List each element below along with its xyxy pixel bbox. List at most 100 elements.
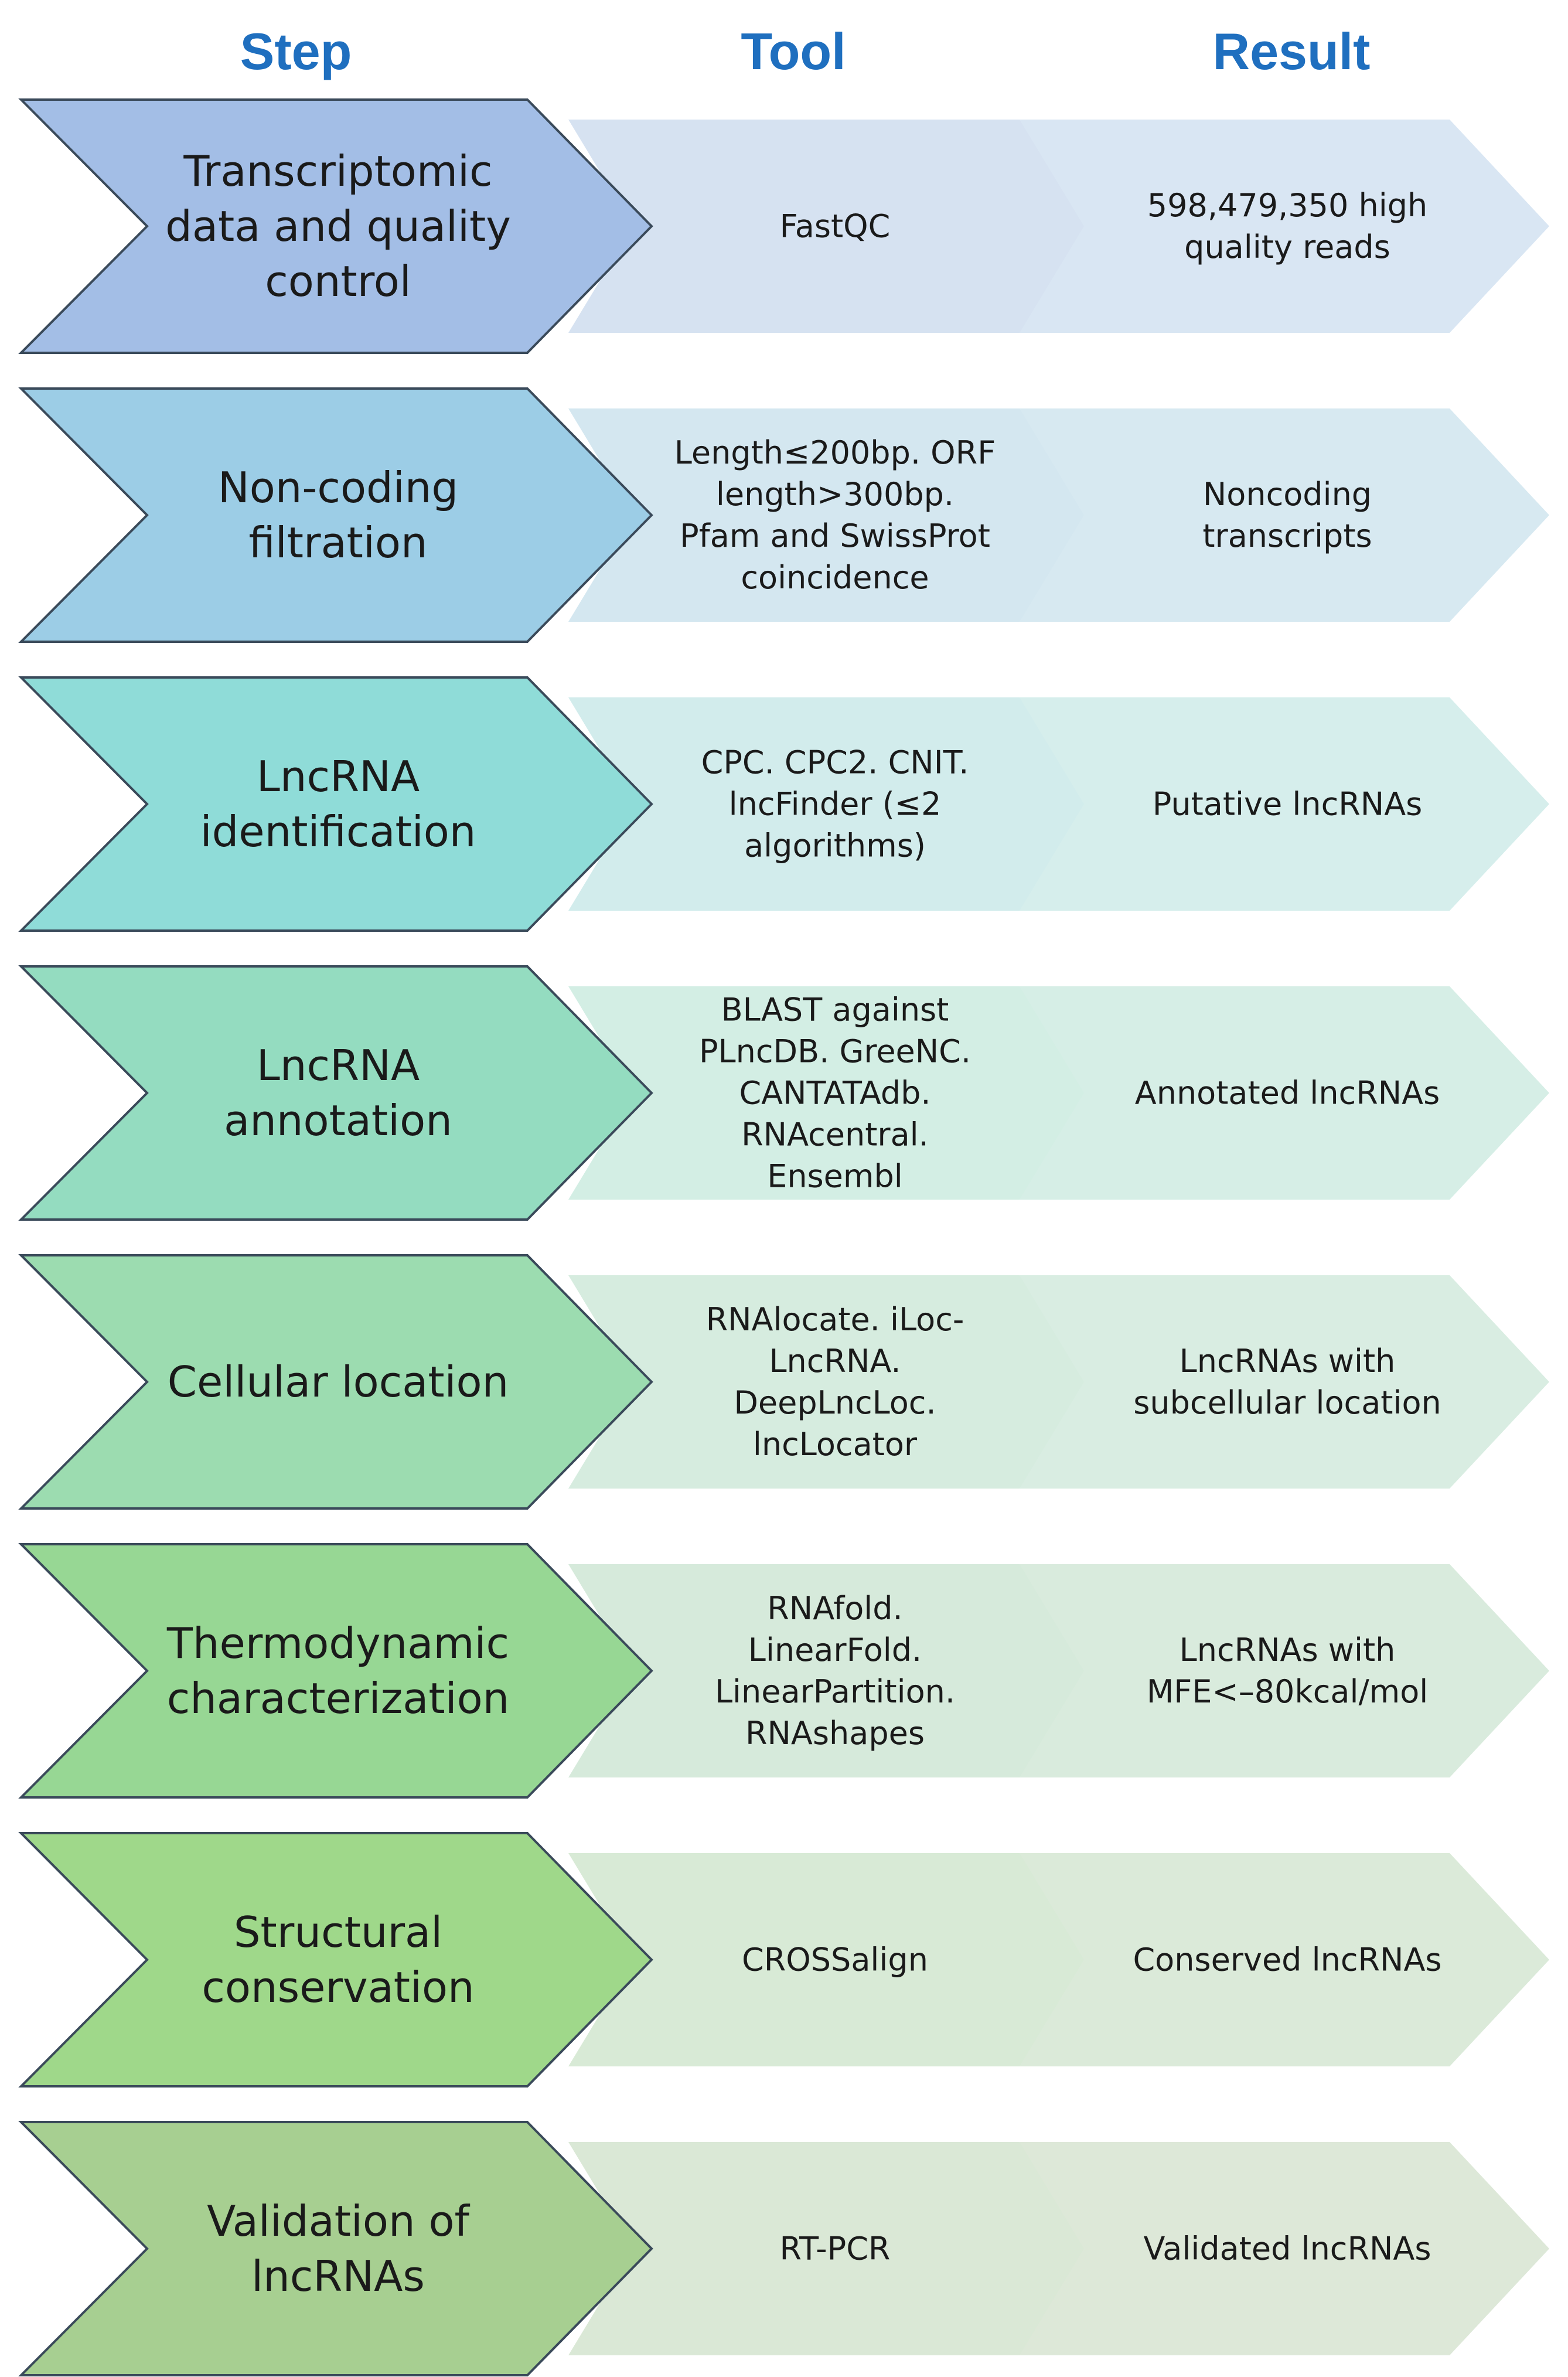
step-label: Transcriptomic data and quality control — [165, 147, 511, 306]
tool-label-line: DeepLncLoc. — [734, 1384, 936, 1421]
tool-label-line: RNAshapes — [745, 1715, 925, 1752]
tool-label-line: lncFinder (≤2 — [729, 786, 942, 823]
result-label-line: Noncoding — [1203, 476, 1372, 513]
result-chevron — [1020, 986, 1549, 1200]
tool-chevron — [568, 1275, 1096, 1489]
result-chevron — [1020, 697, 1549, 911]
result-chevron — [1020, 120, 1549, 333]
tool-label-line: RNAcentral. — [741, 1116, 929, 1153]
step-chevron — [18, 98, 653, 354]
step-label-line: annotation — [224, 1096, 452, 1145]
tool-label-line: CROSSalign — [742, 1942, 928, 1978]
tool-label-line: Pfam and SwissProt — [680, 517, 990, 554]
step-label-line: data and quality — [165, 202, 511, 251]
tool-label-line: RNAlocate. iLoc- — [706, 1301, 964, 1338]
result-label-line: quality reads — [1184, 229, 1390, 265]
step-label-line: Cellular location — [168, 1357, 509, 1407]
step-label-line: Non-coding — [218, 463, 458, 512]
step-label: Structural conservation — [202, 1908, 474, 2012]
tool-label-line: coincidence — [741, 559, 929, 596]
tool-label: FastQC — [780, 208, 891, 245]
tool-label: RNAlocate. iLoc- LncRNA. DeepLncLoc. lncLoc… — [706, 1301, 964, 1463]
step-label: Cellular location — [168, 1357, 509, 1407]
tool-label-line: length>300bp. — [716, 476, 954, 513]
tool-chevron — [568, 408, 1096, 622]
result-label-line: Putative lncRNAs — [1153, 786, 1423, 823]
step-label: Validation of lncRNAs — [207, 2196, 470, 2301]
result-label-line: subcellular location — [1133, 1384, 1441, 1421]
result-label-line: Validated lncRNAs — [1144, 2230, 1431, 2267]
tool-label: Length≤200bp. ORF length>300bp. Pfam and S… — [674, 434, 996, 596]
tool-label: RT-PCR — [780, 2230, 891, 2267]
tool-label: CPC. CPC2. CNIT. lncFinder (≤2 algorithms) — [701, 744, 969, 864]
result-label-line: Annotated lncRNAs — [1135, 1075, 1440, 1112]
step-label-line: filtration — [248, 518, 427, 567]
tool-chevron — [568, 697, 1096, 911]
result-label-line: Conserved lncRNAs — [1133, 1942, 1441, 1978]
step-chevron — [18, 965, 653, 1221]
tool-label-line: LinearFold. — [748, 1632, 922, 1668]
step-label-line: conservation — [202, 1963, 474, 2012]
result-label: 598,479,350 high quality reads — [1147, 187, 1427, 265]
tool-label: CROSSalign — [742, 1942, 928, 1978]
step-label-line: Transcriptomic — [183, 147, 492, 196]
step-chevron — [18, 1254, 653, 1510]
result-label-line: 598,479,350 high — [1147, 187, 1427, 224]
result-label-line: LncRNAs with — [1180, 1632, 1396, 1668]
tool-label-line: PLncDB. GreeNC. — [699, 1033, 971, 1070]
step-label-line: control — [265, 257, 411, 306]
step-label-line: LncRNA — [257, 1041, 420, 1090]
result-chevron — [1020, 408, 1549, 622]
tool-chevron — [568, 2142, 1096, 2355]
step-label: Thermodynamic characterization — [166, 1619, 509, 1723]
tool-chevron — [568, 986, 1096, 1200]
result-label: Noncoding transcripts — [1202, 476, 1372, 554]
tool-label-line: FastQC — [780, 208, 891, 245]
tool-label-line: Length≤200bp. ORF — [674, 434, 996, 471]
tool-label-line: lncLocator — [753, 1426, 918, 1463]
step-label: LncRNA identification — [200, 752, 476, 856]
step-label: Non-coding filtration — [218, 463, 458, 567]
result-chevron — [1020, 1275, 1549, 1489]
tool-label-line: CPC. CPC2. CNIT. — [701, 744, 969, 781]
step-chevron — [18, 676, 653, 932]
tool-chevron — [568, 120, 1096, 333]
result-label: Conserved lncRNAs — [1133, 1942, 1441, 1978]
tool-label-line: RT-PCR — [780, 2230, 891, 2267]
result-label: Annotated lncRNAs — [1135, 1075, 1440, 1112]
step-label-line: LncRNA — [257, 752, 420, 801]
tool-label-line: RNAfold. — [767, 1590, 902, 1627]
header-result: Result — [1213, 22, 1371, 80]
step-label-line: Thermodynamic — [166, 1619, 509, 1668]
header-tool: Tool — [741, 22, 846, 80]
result-label: Putative lncRNAs — [1153, 786, 1423, 823]
step-label-line: Structural — [234, 1908, 442, 1957]
tool-label-line: LncRNA. — [769, 1343, 901, 1380]
tool-label-line: Ensembl — [767, 1158, 903, 1195]
step-chevron — [18, 2121, 653, 2376]
step-label-line: Validation of — [207, 2196, 470, 2246]
result-label: Validated lncRNAs — [1144, 2230, 1431, 2267]
step-label-line: identification — [200, 807, 476, 856]
header-step: Step — [240, 22, 352, 80]
result-chevron — [1020, 1853, 1549, 2066]
result-label: LncRNAs with subcellular location — [1133, 1343, 1441, 1421]
step-chevron — [18, 1832, 653, 2087]
result-label-line: LncRNAs with — [1180, 1343, 1396, 1380]
step-label: LncRNA annotation — [224, 1041, 452, 1145]
tool-label-line: algorithms) — [744, 827, 926, 864]
step-label-line: characterization — [167, 1674, 510, 1723]
step-label-line: lncRNAs — [251, 2252, 425, 2301]
result-chevron — [1020, 1564, 1549, 1777]
tool-label-line: BLAST against — [721, 992, 949, 1029]
tool-label-line: CANTATAdb. — [739, 1075, 930, 1112]
result-label-line: MFE<–80kcal/mol — [1147, 1673, 1429, 1710]
tool-label-line: LinearPartition. — [715, 1673, 955, 1710]
result-label-line: transcripts — [1202, 517, 1372, 554]
step-chevron — [18, 387, 653, 643]
result-chevron — [1020, 2142, 1549, 2355]
tool-chevron — [568, 1564, 1096, 1777]
